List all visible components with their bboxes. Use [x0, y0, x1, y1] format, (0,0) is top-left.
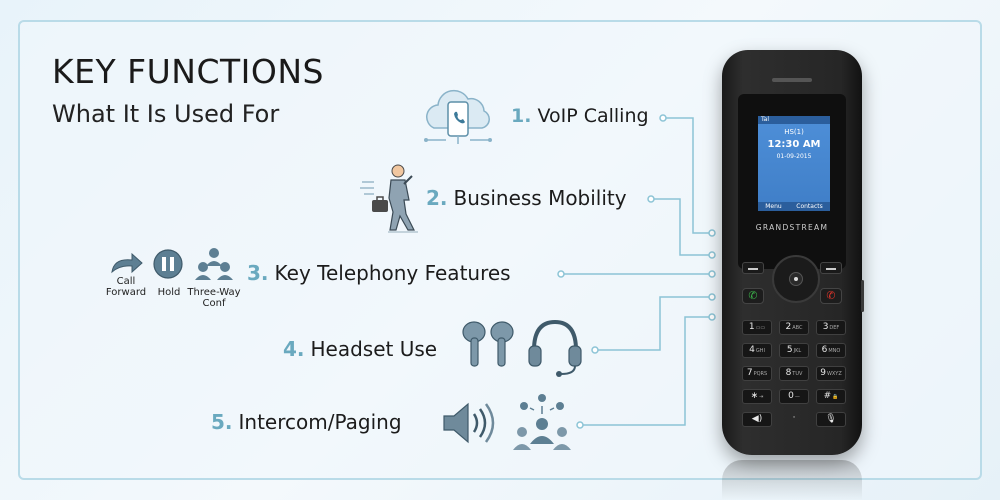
headset-icon — [528, 319, 582, 377]
soft-key-left[interactable] — [742, 262, 764, 274]
connector-line-4 — [595, 296, 712, 351]
connector-dot-1b — [708, 229, 716, 237]
earbuds-icon — [462, 321, 514, 367]
group-broadcast-icon — [513, 394, 571, 450]
handset-label: HS(1) — [784, 128, 804, 136]
call-button[interactable]: ✆ — [742, 288, 764, 304]
screen-status-bar: Tal — [758, 116, 830, 124]
screen-softkeys: Menu Contacts — [758, 202, 830, 211]
feature-voip-calling: 1.VoIP Calling — [511, 105, 649, 127]
softkey-menu-label: Menu — [765, 203, 782, 210]
key-5[interactable]: 5JKL — [779, 343, 809, 358]
microphone-hole: · — [792, 413, 796, 423]
connector-dot-2b — [708, 251, 716, 259]
walking-businessman-icon — [360, 164, 418, 233]
feature-key-telephony: 3.Key Telephony Features — [247, 261, 511, 285]
phone-reflection — [722, 460, 862, 500]
connector-line-1 — [663, 117, 712, 234]
feature-label: Key Telephony Features — [274, 261, 511, 285]
connector-dot-2a — [647, 195, 655, 203]
connector-dot-1a — [659, 114, 667, 122]
hold-icon — [153, 249, 183, 279]
signal-status: Tal — [761, 116, 770, 123]
soft-key-right[interactable] — [820, 262, 842, 274]
feature-intercom-paging: 5.Intercom/Paging — [211, 410, 402, 434]
key-star[interactable]: ∗⇥ — [742, 389, 772, 404]
key-mute[interactable]: 🎙 — [816, 412, 846, 427]
key-9[interactable]: 9WXYZ — [816, 366, 846, 381]
brand-logo: GRANDSTREAM — [755, 223, 829, 232]
three-way-conf-icon — [195, 248, 233, 280]
key-hash[interactable]: #🔒 — [816, 389, 846, 404]
connector-dot-4b — [708, 293, 716, 301]
cordless-phone: GRANDSTREAM ✆ ✆ 1▭▭ 2ABC 3DEF 4GHI 5JKL … — [722, 50, 864, 455]
end-call-button[interactable]: ✆ — [820, 288, 842, 304]
phone-screen: Tal HS(1) 12:30 AM 01-09-2015 Menu Conta… — [758, 116, 830, 211]
connector-dot-4a — [591, 346, 599, 354]
connector-dot-5a — [576, 421, 584, 429]
key-6[interactable]: 6MNO — [816, 343, 846, 358]
hold-label: Hold — [157, 287, 181, 298]
feature-label: VoIP Calling — [537, 105, 649, 127]
screen-time: 12:30 AM — [767, 139, 821, 150]
nav-select-button[interactable] — [789, 272, 803, 286]
three-way-conf-label: Three-Way Conf — [187, 287, 241, 309]
screen-date: 01-09-2015 — [776, 153, 812, 160]
connector-dot-3b — [708, 270, 716, 278]
feature-label: Business Mobility — [453, 186, 627, 210]
keypad: 1▭▭ 2ABC 3DEF 4GHI 5JKL 6MNO 7PQRS 8TUV … — [742, 320, 846, 427]
key-7[interactable]: 7PQRS — [742, 366, 772, 381]
key-3[interactable]: 3DEF — [816, 320, 846, 335]
side-button[interactable] — [861, 280, 864, 312]
feature-number: 5. — [211, 410, 233, 434]
connector-dot-5b — [708, 313, 716, 321]
softkey-contacts-label: Contacts — [796, 203, 823, 210]
page-title: KEY FUNCTIONS — [52, 52, 324, 91]
key-1[interactable]: 1▭▭ — [742, 320, 772, 335]
key-4[interactable]: 4GHI — [742, 343, 772, 358]
key-2[interactable]: 2ABC — [779, 320, 809, 335]
navigation-pad[interactable] — [772, 255, 820, 303]
key-0[interactable]: 0— — [779, 389, 809, 404]
key-8[interactable]: 8TUV — [779, 366, 809, 381]
call-forward-icon — [111, 252, 143, 274]
feature-number: 3. — [247, 261, 269, 285]
feature-number: 4. — [283, 337, 305, 361]
cloud-phone-icon — [424, 89, 492, 144]
connector-line-2 — [651, 198, 712, 256]
feature-business-mobility: 2.Business Mobility — [426, 186, 627, 210]
speaker-icon — [443, 402, 495, 444]
call-forward-label: Call Forward — [105, 276, 147, 298]
feature-number: 1. — [511, 105, 532, 127]
feature-headset-use: 4.Headset Use — [283, 337, 437, 361]
feature-label: Intercom/Paging — [238, 410, 402, 434]
connector-dot-3a — [557, 270, 565, 278]
feature-number: 2. — [426, 186, 448, 210]
key-speaker[interactable]: ◀) — [742, 412, 772, 427]
connector-line-5 — [580, 316, 712, 426]
feature-label: Headset Use — [310, 337, 438, 361]
page-subtitle: What It Is Used For — [52, 100, 280, 128]
earpiece-grille — [772, 78, 812, 82]
